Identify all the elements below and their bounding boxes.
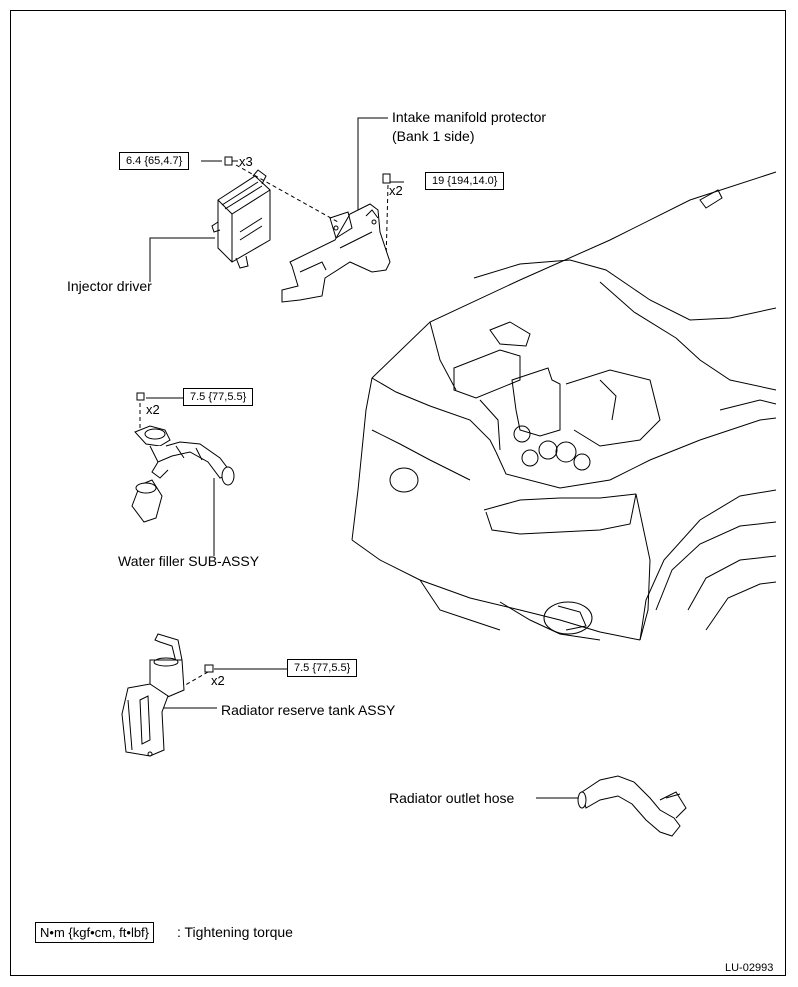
legend-units: N•m {kgf•cm, ft•lbf} [35, 922, 155, 943]
label-injector-driver: Injector driver [67, 278, 152, 294]
figure-code: LU-02993 [725, 962, 774, 974]
label-outlet-hose: Radiator outlet hose [389, 790, 515, 806]
label-intake-protector: Intake manifold protector [392, 109, 547, 125]
torque-reserve-tank: 7.5 {77,5.5} [287, 659, 358, 677]
outlet-hose-illustration [578, 776, 686, 836]
legend-description: : Tightening torque [177, 924, 293, 940]
qty-protector: x2 [389, 183, 403, 198]
torque-protector: 19 {194,14.0} [425, 172, 505, 190]
reserve-tank-illustration [122, 634, 184, 756]
qty-injector-driver: x3 [239, 154, 253, 169]
dashed-lines [140, 165, 388, 688]
label-water-filler: Water filler SUB-ASSY [118, 553, 260, 569]
qty-reserve-tank: x2 [211, 673, 225, 688]
injector-driver-illustration [212, 170, 270, 268]
qty-water-filler: x2 [146, 402, 160, 417]
torque-injector-driver: 6.4 {65,4.7} [119, 152, 190, 170]
diagram-frame [10, 10, 786, 976]
intake-protector-illustration [282, 204, 390, 302]
vehicle-front-illustration [352, 172, 776, 640]
torque-water-filler: 7.5 {77,5.5} [183, 388, 254, 406]
label-reserve-tank: Radiator reserve tank ASSY [221, 702, 396, 718]
water-filler-illustration [132, 426, 234, 522]
bolt-icon [137, 157, 390, 672]
label-intake-protector-side: (Bank 1 side) [392, 128, 475, 144]
